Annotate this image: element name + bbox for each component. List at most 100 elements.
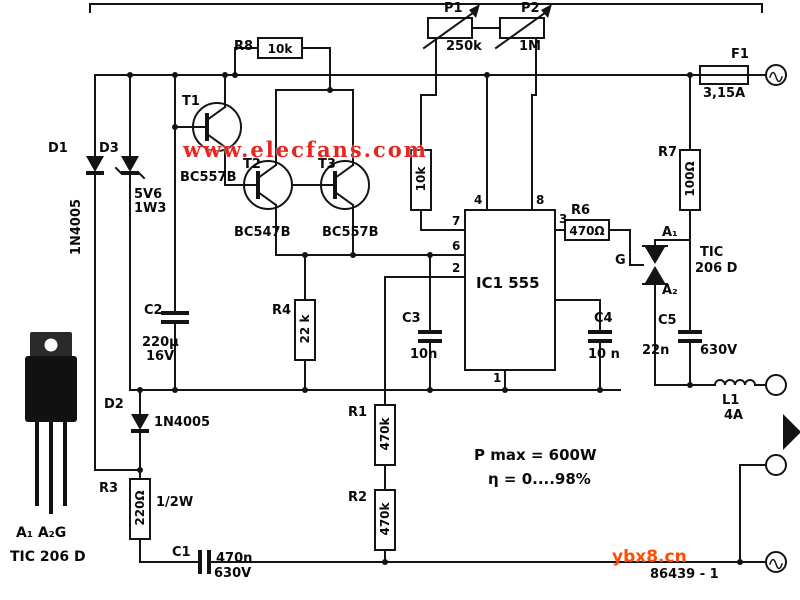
label-p1-ref: P1: [444, 1, 463, 16]
label-r6-ref: R6: [571, 203, 591, 218]
watermark-elecfans: www.elecfans.com: [183, 137, 428, 162]
label-c3-value: 10n: [410, 347, 438, 362]
fuse-f1-symbol: [699, 65, 749, 85]
capacitor-c4-symbol: [588, 330, 612, 343]
label-c2-rating: 16V: [146, 349, 175, 364]
to220-package-drawing: [25, 332, 77, 514]
label-r3-rating: 1/2W: [156, 495, 194, 510]
label-c1-rating: 630V: [214, 566, 252, 581]
label-r8-ref: R8: [234, 39, 254, 54]
label-r8-value: 10k: [267, 42, 293, 56]
resistor-r1-symbol: [374, 404, 396, 466]
label-t2-ref: T2: [243, 157, 261, 172]
ic1-555-symbol: [464, 209, 556, 371]
label-t3-ref: T3: [318, 157, 336, 172]
label-triac-a1: A₁: [662, 225, 678, 240]
label-ic1-pin1: 1: [493, 371, 502, 385]
capacitor-c1-symbol: [198, 550, 211, 574]
mains-terminal-top: [765, 64, 787, 86]
label-p2-ref: P2: [521, 1, 540, 16]
label-r2-value: 470k: [378, 502, 392, 536]
label-package-device: TIC 206 D: [10, 549, 86, 565]
label-d2-ref: D2: [104, 397, 124, 412]
label-t1-ref: T1: [182, 94, 200, 109]
label-t2-value: BC547B: [234, 225, 291, 240]
label-r4-value: 22 k: [298, 314, 312, 344]
label-c1-value: 470n: [216, 551, 253, 566]
load-terminal-lower: [765, 454, 787, 476]
label-d1-value: 1N4005: [69, 198, 84, 256]
inductor-l1-symbol: [713, 379, 757, 387]
label-d3-value: 5V6: [134, 187, 163, 202]
capacitor-c5-symbol: [678, 330, 702, 343]
label-r1-ref: R1: [348, 405, 368, 420]
label-c5-value: 22n: [642, 343, 670, 358]
label-c4-value: 10 n: [588, 347, 620, 362]
label-l1-value: 4A: [724, 408, 744, 423]
diode-d1-symbol: [86, 156, 104, 175]
label-c3-ref: C3: [402, 311, 421, 326]
resistor-r2-symbol: [374, 489, 396, 551]
label-d3-ref: D3: [99, 141, 119, 156]
label-ic1-pin3: 3: [559, 212, 568, 226]
label-l1-ref: L1: [722, 393, 740, 408]
watermark-ybx8: ybx8.cn: [612, 547, 687, 567]
resistor-r5-symbol: [410, 149, 432, 211]
label-p1-value: 250k: [446, 39, 482, 54]
label-ic1-pin7: 7: [452, 214, 461, 228]
label-triac-a2: A₂: [662, 283, 678, 298]
mains-terminal-bottom: [765, 551, 787, 573]
label-c2-ref: C2: [144, 303, 163, 318]
output-arrow: [783, 414, 800, 450]
label-p2-value: 1M: [519, 39, 541, 54]
potentiometer-p1-symbol: [422, 4, 480, 50]
label-d2-value: 1N4005: [154, 415, 211, 430]
resistor-r4-symbol: [294, 299, 316, 361]
label-ic1: IC1 555: [476, 274, 540, 292]
label-triac-type-line2: 206 D: [695, 261, 738, 276]
schematic-id: 86439 - 1: [650, 567, 719, 582]
label-t1-value: BC557B: [180, 170, 237, 185]
label-c2-value: 220µ: [142, 335, 179, 350]
label-r7-ref: R7: [658, 145, 678, 160]
label-ic1-pin6: 6: [452, 239, 461, 253]
transistor-t1-symbol: [174, 74, 259, 186]
label-r2-ref: R2: [348, 490, 368, 505]
label-triac-gate: G: [615, 253, 626, 268]
diode-d2-symbol: [131, 414, 149, 433]
label-ic1-pin4: 4: [474, 193, 483, 207]
label-f1-value: 3,15A: [703, 86, 746, 101]
label-r7-value: 100Ω: [683, 161, 697, 197]
label-t3-value: BC557B: [322, 225, 379, 240]
transistor-t3-symbol: [291, 89, 370, 256]
label-r4-ref: R4: [272, 303, 292, 318]
label-r3-ref: R3: [99, 481, 119, 496]
resistor-r3-symbol: [129, 478, 151, 540]
label-r3-value: 220Ω: [133, 490, 147, 526]
label-d3-rating: 1W3: [134, 201, 167, 216]
wire-network: [89, 3, 767, 563]
label-c1-ref: C1: [172, 545, 191, 560]
label-f1-ref: F1: [731, 47, 749, 62]
label-r6-value: 470Ω: [569, 224, 605, 238]
capacitor-c2-symbol: [161, 311, 189, 324]
resistor-r6-symbol: [564, 219, 610, 241]
junction-dots: [127, 72, 743, 565]
label-d1-ref: D1: [48, 141, 68, 156]
note-pmax: P max = 600W: [474, 446, 597, 464]
label-package-pins: A₁ A₂G: [16, 525, 67, 541]
capacitor-c3-symbol: [418, 330, 442, 343]
resistor-r7-symbol: [679, 149, 701, 211]
label-ic1-pin8: 8: [536, 193, 545, 207]
load-terminal-upper: [765, 374, 787, 396]
label-ic1-pin2: 2: [452, 261, 461, 275]
label-triac-type-line1: TIC: [700, 245, 724, 260]
triac-symbol: [642, 245, 668, 285]
resistor-r8-symbol: [257, 37, 303, 59]
potentiometer-p2-symbol: [494, 4, 552, 50]
label-c5-rating: 630V: [700, 343, 738, 358]
label-c4-ref: C4: [594, 311, 613, 326]
note-efficiency: η = 0....98%: [488, 470, 591, 488]
